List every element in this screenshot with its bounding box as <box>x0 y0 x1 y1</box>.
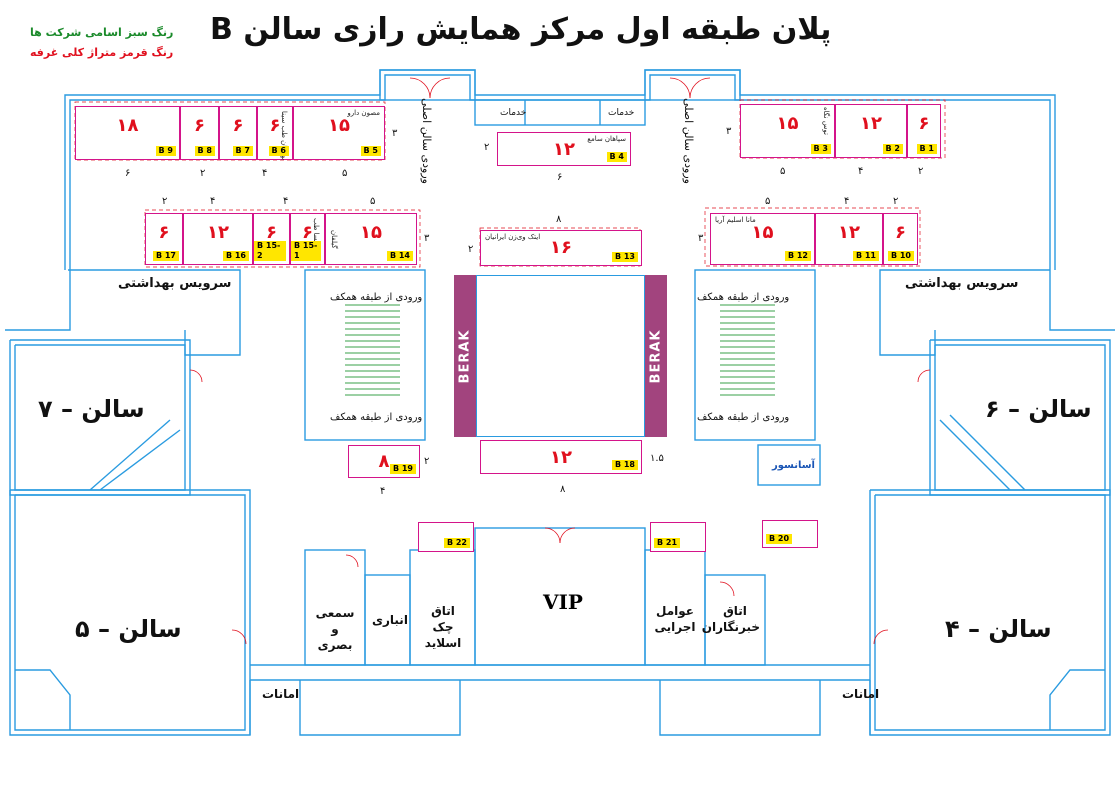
booth-b5[interactable]: مصون دارو ۱۵ B 5 <box>293 106 385 160</box>
dim-label: ۴ <box>262 168 268 179</box>
av-room[interactable]: سمعی و بصری <box>315 606 355 652</box>
booth-b20[interactable]: B 20 <box>762 520 818 548</box>
storage-room[interactable]: انباری <box>372 613 408 627</box>
dim-label: ۸ <box>560 484 566 495</box>
booth-b13[interactable]: ایتک وی‌زن ایرانیان ۱۶ B 13 <box>480 230 642 266</box>
booth-b9[interactable]: ۱۸ B 9 <box>75 106 180 160</box>
booth-b17[interactable]: ۶ B 17 <box>145 213 183 265</box>
page-title: پلان طبقه اول مرکز همایش رازی سالن B <box>210 12 832 47</box>
hall-7[interactable]: سالن – ۷ <box>38 395 145 423</box>
dim-label: ۶ <box>125 168 131 179</box>
booth-b3[interactable]: توس نگاه ۱۵ B 3 <box>740 104 835 158</box>
dim-label: ۲ <box>484 142 490 153</box>
hall-4[interactable]: سالن – ۴ <box>945 615 1052 643</box>
dim-label: ۴ <box>858 166 864 177</box>
ground-entrance-3: ورودی از طبقه همکف <box>697 292 790 303</box>
dim-label: ۴ <box>210 196 216 207</box>
booth-b21[interactable]: B 21 <box>650 522 706 552</box>
booth-b19[interactable]: ۸ B 19 <box>348 445 420 478</box>
vip-room[interactable]: VIP <box>543 590 583 614</box>
dim-label: ۲ <box>200 168 206 179</box>
dim-label: ۲ <box>424 456 430 467</box>
booth-b16[interactable]: ۱۲ B 16 <box>183 213 253 265</box>
booth-b15-2[interactable]: ۶ B 15-2 <box>253 213 290 265</box>
dim-label: ۴ <box>380 486 386 497</box>
dim-label: ۲ <box>162 196 168 207</box>
dim-label: ۱.۵ <box>650 453 664 464</box>
berak-left: BERAK <box>454 275 476 437</box>
booth-b6[interactable]: بهرمان طب سینا ۶ B 6 <box>257 106 293 160</box>
booth-b15-1[interactable]: دیدوکسا طب ۶ B 15-1 <box>290 213 325 265</box>
dim-label: ۲ <box>918 166 924 177</box>
booth-b8[interactable]: ۶ B 8 <box>180 106 219 160</box>
dim-label: ۵ <box>765 196 771 207</box>
center-block <box>476 275 645 437</box>
legend-booth-area: رنگ قرمز متراژ کلی غرفه <box>30 46 174 59</box>
dim-label: ۲ <box>893 196 899 207</box>
ground-entrance-1: ورودی از طبقه همکف <box>330 292 423 303</box>
elevator: آسانسور <box>772 460 815 471</box>
booth-b11[interactable]: ۱۲ B 11 <box>815 213 883 265</box>
press-room[interactable]: اتاق خبرنگاران <box>701 604 760 634</box>
restroom-right: سرویس بهداشتی <box>905 276 1019 291</box>
dim-label: ۳ <box>698 233 704 244</box>
dim-label: ۴ <box>844 196 850 207</box>
booth-b1[interactable]: ۶ B 1 <box>907 104 941 158</box>
dim-label: ۵ <box>342 168 348 179</box>
hall-5[interactable]: سالن – ۵ <box>75 615 182 643</box>
booth-b10[interactable]: ۶ B 10 <box>883 213 918 265</box>
ground-entrance-4: ورودی از طبقه همکف <box>697 412 790 423</box>
dim-label: ۶ <box>557 172 563 183</box>
dim-label: ۲ <box>468 244 474 255</box>
amanat-right: امانات <box>842 687 880 701</box>
booth-b12[interactable]: مانا اسلیم آریا ۱۵ B 12 <box>710 213 815 265</box>
main-hall-entrance-right[interactable]: ورودی سالن اصلی <box>682 98 695 184</box>
staff-room[interactable]: عوامل اجرایی <box>654 604 696 634</box>
booth-b14[interactable]: گیلفان ۱۵ B 14 <box>325 213 417 265</box>
dim-label: ۳ <box>726 126 732 137</box>
booth-b4[interactable]: سپاهان سامع ۱۲ B 4 <box>497 132 631 166</box>
dim-label: ۳ <box>424 233 430 244</box>
khadamat-left: خدمات <box>500 108 527 118</box>
booth-b7[interactable]: ۶ B 7 <box>219 106 257 160</box>
booth-b2[interactable]: ۱۲ B 2 <box>835 104 907 158</box>
amanat-left: امانات <box>262 687 300 701</box>
restroom-left: سرویس بهداشتی <box>118 276 232 291</box>
dim-label: ۸ <box>556 214 562 225</box>
dim-label: ۴ <box>283 196 289 207</box>
dim-label: ۵ <box>780 166 786 177</box>
hall-6[interactable]: سالن – ۶ <box>985 395 1092 423</box>
berak-right: BERAK <box>645 275 667 437</box>
dim-label: ۳ <box>392 128 398 139</box>
main-hall-entrance-left[interactable]: ورودی سالن اصلی <box>420 98 433 184</box>
ground-entrance-2: ورودی از طبقه همکف <box>330 412 423 423</box>
booth-b18[interactable]: ۱۲ B 18 <box>480 440 642 474</box>
khadamat-right: خدمات <box>608 108 635 118</box>
booth-b22[interactable]: B 22 <box>418 522 474 552</box>
dim-label: ۵ <box>370 196 376 207</box>
legend-company-names: رنگ سبز اسامی شرکت ها <box>30 26 174 39</box>
slide-check-room[interactable]: اتاق چک اسلاید <box>424 604 462 650</box>
